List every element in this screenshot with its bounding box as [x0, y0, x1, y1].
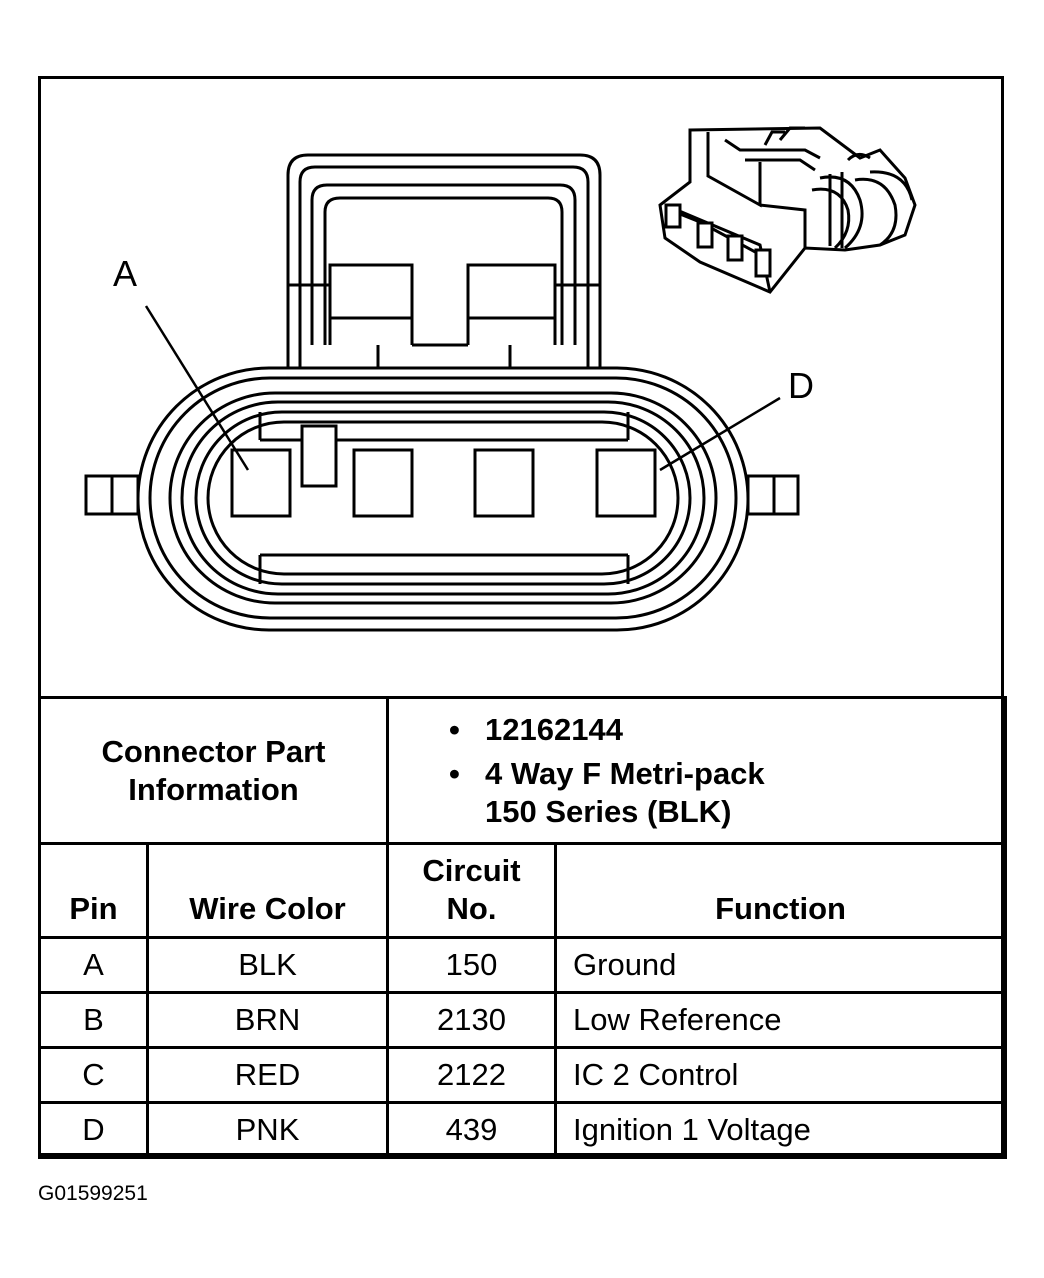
connector-part-label: Connector Part Information [37, 696, 390, 845]
callout-leaders [144, 305, 781, 472]
header-circuit-line2: No. [446, 891, 497, 926]
connector-part-label-line2: Information [128, 771, 299, 807]
circuit-cell: 439 [386, 1101, 558, 1159]
table-row: C RED 2122 IC 2 Control [38, 1046, 1008, 1104]
connector-description-line2: 150 Series (BLK) [485, 793, 732, 829]
connector-part-values: • 12162144 • 4 Way F Metri-pack 150 Seri… [386, 696, 1008, 845]
callout-d-label: D [788, 365, 814, 406]
connector-part-label-line1: Connector Part [101, 733, 326, 769]
header-wire-color: Wire Color [145, 842, 390, 939]
circuit-cell: 2130 [386, 991, 558, 1049]
header-circuit-no: Circuit No. [386, 842, 558, 939]
connector-part-row: Connector Part Information • 12162144 • … [37, 696, 1008, 845]
pin-cell: C [38, 1046, 149, 1104]
header-function: Function [554, 842, 1008, 939]
circuit-cell: 2122 [386, 1046, 558, 1104]
cavity-c [473, 448, 535, 518]
figure-id: G01599251 [38, 1182, 148, 1205]
table-row: A BLK 150 Ground [38, 936, 1008, 994]
cavity-d [595, 448, 657, 518]
function-cell: Ignition 1 Voltage [554, 1101, 1008, 1159]
wire-color-cell: PNK [145, 1101, 390, 1159]
connector-isometric-icon [658, 126, 917, 294]
header-pin: Pin [38, 842, 149, 939]
pin-cell: D [38, 1101, 149, 1159]
cavity-b [352, 448, 414, 518]
pin-cell: A [38, 936, 149, 994]
connector-info-table: Connector Part Information • 12162144 • … [37, 696, 1008, 1159]
function-cell: Low Reference [554, 991, 1008, 1049]
callout-a-label: A [113, 253, 137, 294]
bullet-icon: • [449, 711, 460, 747]
part-number: 12162144 [485, 711, 623, 747]
connector-body [136, 366, 750, 632]
table-row: B BRN 2130 Low Reference [38, 991, 1008, 1049]
connector-latch [286, 153, 602, 368]
header-circuit-line1: Circuit [422, 853, 521, 888]
connector-description-line1: 4 Way F Metri-pack [485, 755, 765, 791]
connector-diagram: A D [84, 126, 917, 632]
keying-rib [300, 424, 338, 488]
bullet-icon: • [449, 755, 460, 791]
circuit-cell: 150 [386, 936, 558, 994]
wire-color-cell: RED [145, 1046, 390, 1104]
function-cell: IC 2 Control [554, 1046, 1008, 1104]
pin-table-header: Pin Wire Color Circuit No. Function [38, 842, 1008, 939]
function-cell: Ground [554, 936, 1008, 994]
table-row: D PNK 439 Ignition 1 Voltage [38, 1101, 1008, 1159]
pin-cell: B [38, 991, 149, 1049]
wire-color-cell: BLK [145, 936, 390, 994]
wire-color-cell: BRN [145, 991, 390, 1049]
